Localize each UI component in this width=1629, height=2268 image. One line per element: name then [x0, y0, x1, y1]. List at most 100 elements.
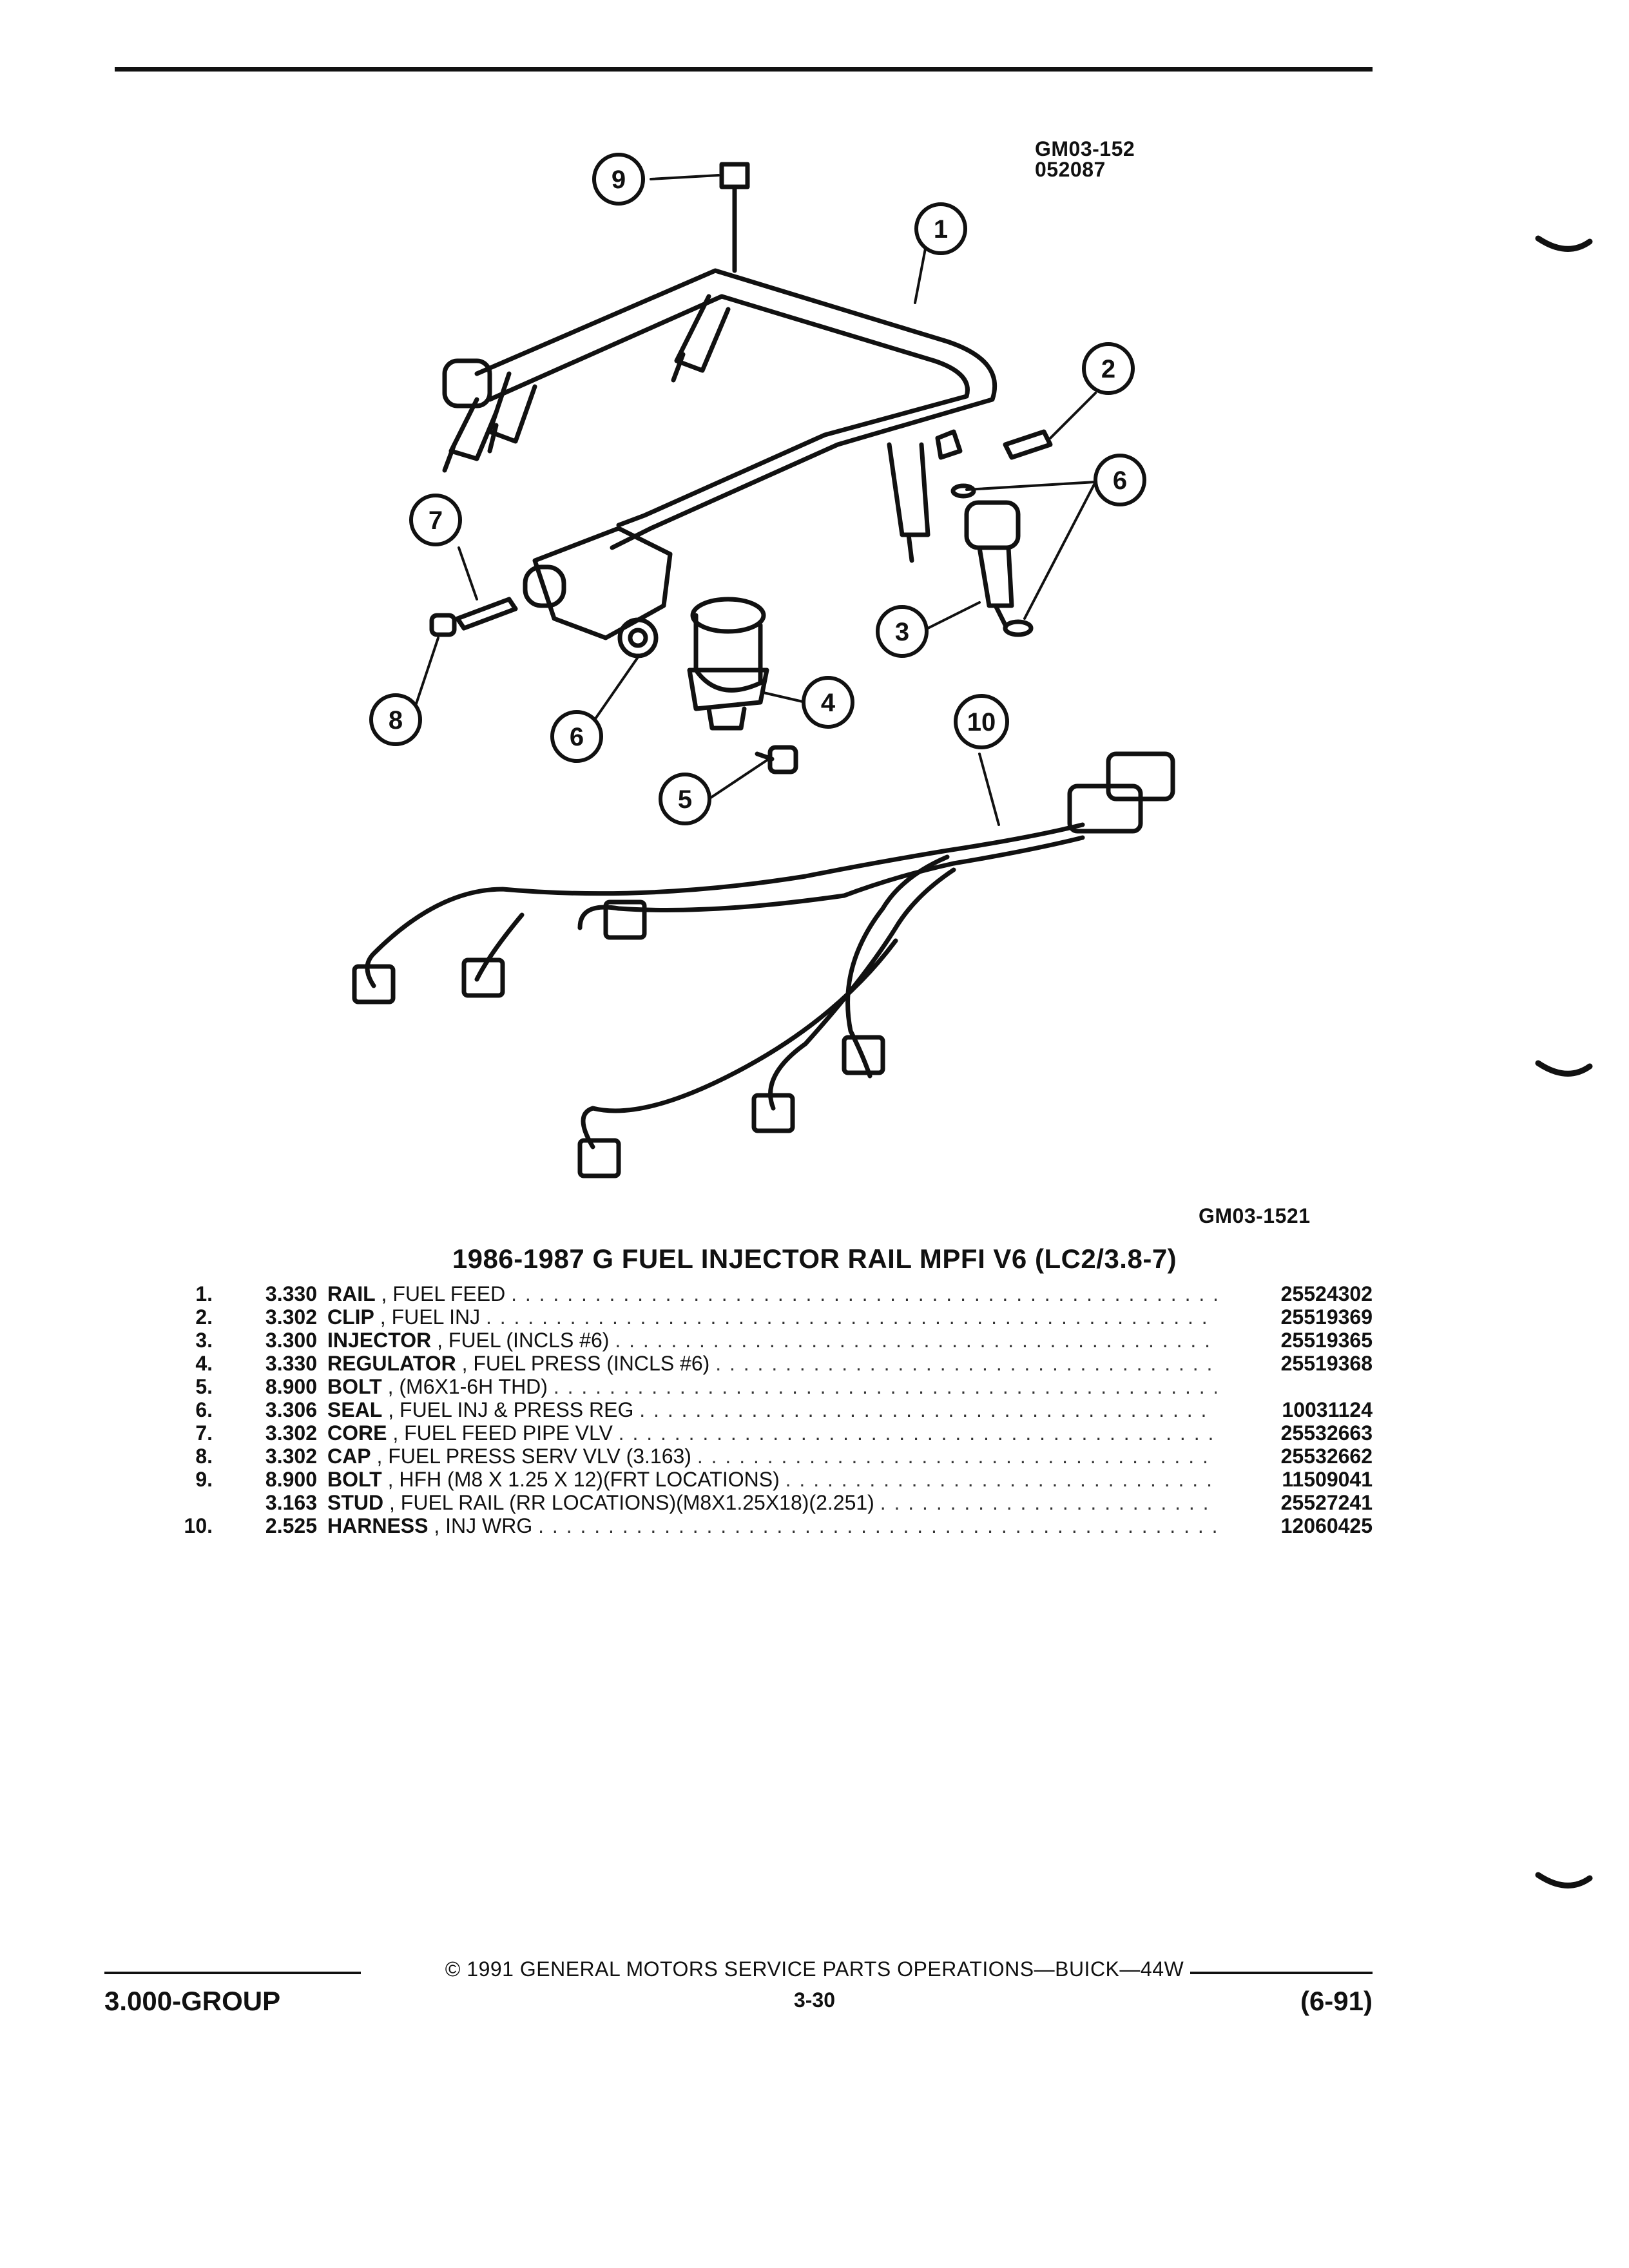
- svg-text:6: 6: [570, 723, 584, 751]
- figure-code-bottom: GM03-1521: [1199, 1204, 1311, 1227]
- part-name: CAP: [327, 1445, 371, 1468]
- part-number: 25519369: [1280, 1305, 1373, 1329]
- part-detail: , FUEL INJ & PRESS REG: [388, 1398, 634, 1421]
- group-number: 8.900: [265, 1468, 317, 1491]
- part-description: CLIP , FUEL INJ . . . . . . . . . . . . …: [327, 1305, 1217, 1329]
- figure-code-top: GM03-152: [1035, 137, 1135, 160]
- leader-dots: . . . . . . . . . . . . . . . . . . . . …: [880, 1491, 1217, 1514]
- group-number: 3.302: [265, 1305, 317, 1329]
- part-description: CORE , FUEL FEED PIPE VLV . . . . . . . …: [327, 1421, 1217, 1445]
- part-number: 25532662: [1280, 1445, 1373, 1468]
- leader-dots: . . . . . . . . . . . . . . . . . . . . …: [697, 1445, 1217, 1468]
- part-name: CLIP: [327, 1305, 374, 1329]
- svg-text:7: 7: [429, 506, 443, 535]
- part-number: 10031124: [1282, 1398, 1373, 1421]
- footer-page-number: 3-30: [793, 1988, 836, 2012]
- leader-dots: . . . . . . . . . . . . . . . . . . . . …: [485, 1305, 1217, 1329]
- part-name: HARNESS: [327, 1514, 429, 1537]
- parts-row: 10. 2.525 HARNESS , INJ WRG . . . . . . . …: [0, 1514, 1629, 1537]
- leader-dots: . . . . . . . . . . . . . . . . . . . . …: [615, 1329, 1217, 1352]
- regulator-housing: [523, 526, 673, 658]
- group-number: 3.306: [265, 1398, 317, 1421]
- injector-right-rail: [887, 442, 930, 563]
- core-valve: [455, 597, 518, 631]
- part-description: HARNESS , INJ WRG . . . . . . . . . . . …: [327, 1514, 1217, 1537]
- callout-3: 3: [876, 605, 929, 658]
- item-number: 10.: [184, 1514, 213, 1537]
- part-detail: , (M6X1-6H THD): [387, 1375, 548, 1398]
- injector-left-b: [487, 371, 537, 454]
- exploded-parts-diagram: 9 1 2 6 7 3 4 8 6 10 5: [352, 153, 1175, 1178]
- injector-exploded: [950, 483, 1034, 637]
- binder-mark-bottom: [1535, 1872, 1593, 1888]
- part-detail: , FUEL FEED: [381, 1282, 506, 1305]
- item-number: 8.: [195, 1445, 213, 1468]
- page-title: 1986-1987 G FUEL INJECTOR RAIL MPFI V6 (…: [452, 1244, 1177, 1274]
- part-number: 25532663: [1280, 1421, 1373, 1445]
- part-name: RAIL: [327, 1282, 376, 1305]
- leader-dots: . . . . . . . . . . . . . . . . . . . . …: [639, 1398, 1217, 1421]
- part-description: CAP , FUEL PRESS SERV VLV (3.163) . . . …: [327, 1445, 1217, 1468]
- footer-rule-left: [104, 1972, 361, 1974]
- part-description: BOLT , HFH (M8 X 1.25 X 12)(FRT LOCATION…: [327, 1468, 1217, 1491]
- item-number: 7.: [195, 1421, 213, 1445]
- svg-text:8: 8: [389, 706, 403, 735]
- leader-dots: . . . . . . . . . . . . . . . . . . . . …: [715, 1352, 1217, 1375]
- part-description: BOLT , (M6X1-6H THD) . . . . . . . . . .…: [327, 1375, 1217, 1398]
- callout-4: 4: [802, 676, 854, 729]
- part-number: 25524302: [1280, 1282, 1373, 1305]
- footer-rule-right: [1124, 1972, 1373, 1974]
- part-name: BOLT: [327, 1375, 382, 1398]
- part-name: STUD: [327, 1491, 384, 1514]
- item-number: 4.: [195, 1352, 213, 1375]
- leader-dots: . . . . . . . . . . . . . . . . . . . . …: [511, 1282, 1217, 1305]
- part-name: SEAL: [327, 1398, 383, 1421]
- footer-copyright: © 1991 GENERAL MOTORS SERVICE PARTS OPER…: [0, 1957, 1629, 1981]
- service-cap: [429, 613, 457, 637]
- top-rule: [115, 67, 1373, 72]
- callout-2: 2: [1082, 342, 1135, 395]
- part-detail: , FUEL FEED PIPE VLV: [392, 1421, 613, 1445]
- part-description: SEAL , FUEL INJ & PRESS REG . . . . . . …: [327, 1398, 1217, 1421]
- part-number: 25519368: [1280, 1352, 1373, 1375]
- svg-text:3: 3: [895, 618, 909, 646]
- part-description: STUD , FUEL RAIL (RR LOCATIONS)(M8X1.25X…: [327, 1491, 1217, 1514]
- group-number: 2.525: [265, 1514, 317, 1537]
- footer-date: (6-91): [1300, 1986, 1373, 2016]
- pressure-regulator: [687, 597, 769, 731]
- binder-mark-middle: [1535, 1060, 1593, 1077]
- part-name: INJECTOR: [327, 1329, 432, 1352]
- part-name: CORE: [327, 1421, 387, 1445]
- leader-dots: . . . . . . . . . . . . . . . . . . . . …: [618, 1421, 1217, 1445]
- part-number: 25519365: [1280, 1329, 1373, 1352]
- bolt-9: [719, 162, 750, 273]
- svg-text:5: 5: [678, 785, 692, 814]
- part-name: BOLT: [327, 1468, 382, 1491]
- svg-text:1: 1: [934, 215, 948, 244]
- part-detail: , INJ WRG: [434, 1514, 533, 1537]
- item-number: 1.: [195, 1282, 213, 1305]
- fuel-rail: [474, 268, 998, 550]
- svg-text:6: 6: [1113, 466, 1127, 495]
- callout-1: 1: [914, 202, 967, 255]
- injector-clip: [935, 429, 1053, 460]
- part-description: RAIL , FUEL FEED . . . . . . . . . . . .…: [327, 1282, 1217, 1305]
- svg-text:2: 2: [1101, 355, 1115, 383]
- wiring-harness: [352, 751, 1175, 1178]
- part-number: 12060425: [1280, 1514, 1373, 1537]
- part-description: REGULATOR , FUEL PRESS (INCLS #6) . . . …: [327, 1352, 1217, 1375]
- footer-group: 3.000-GROUP: [104, 1986, 281, 2016]
- part-number: 25527241: [1280, 1491, 1373, 1514]
- svg-text:4: 4: [821, 689, 836, 717]
- part-detail: , FUEL (INCLS #6): [437, 1329, 610, 1352]
- item-number: 3.: [195, 1329, 213, 1352]
- callout-9: 9: [592, 153, 645, 206]
- callout-8: 8: [369, 693, 422, 746]
